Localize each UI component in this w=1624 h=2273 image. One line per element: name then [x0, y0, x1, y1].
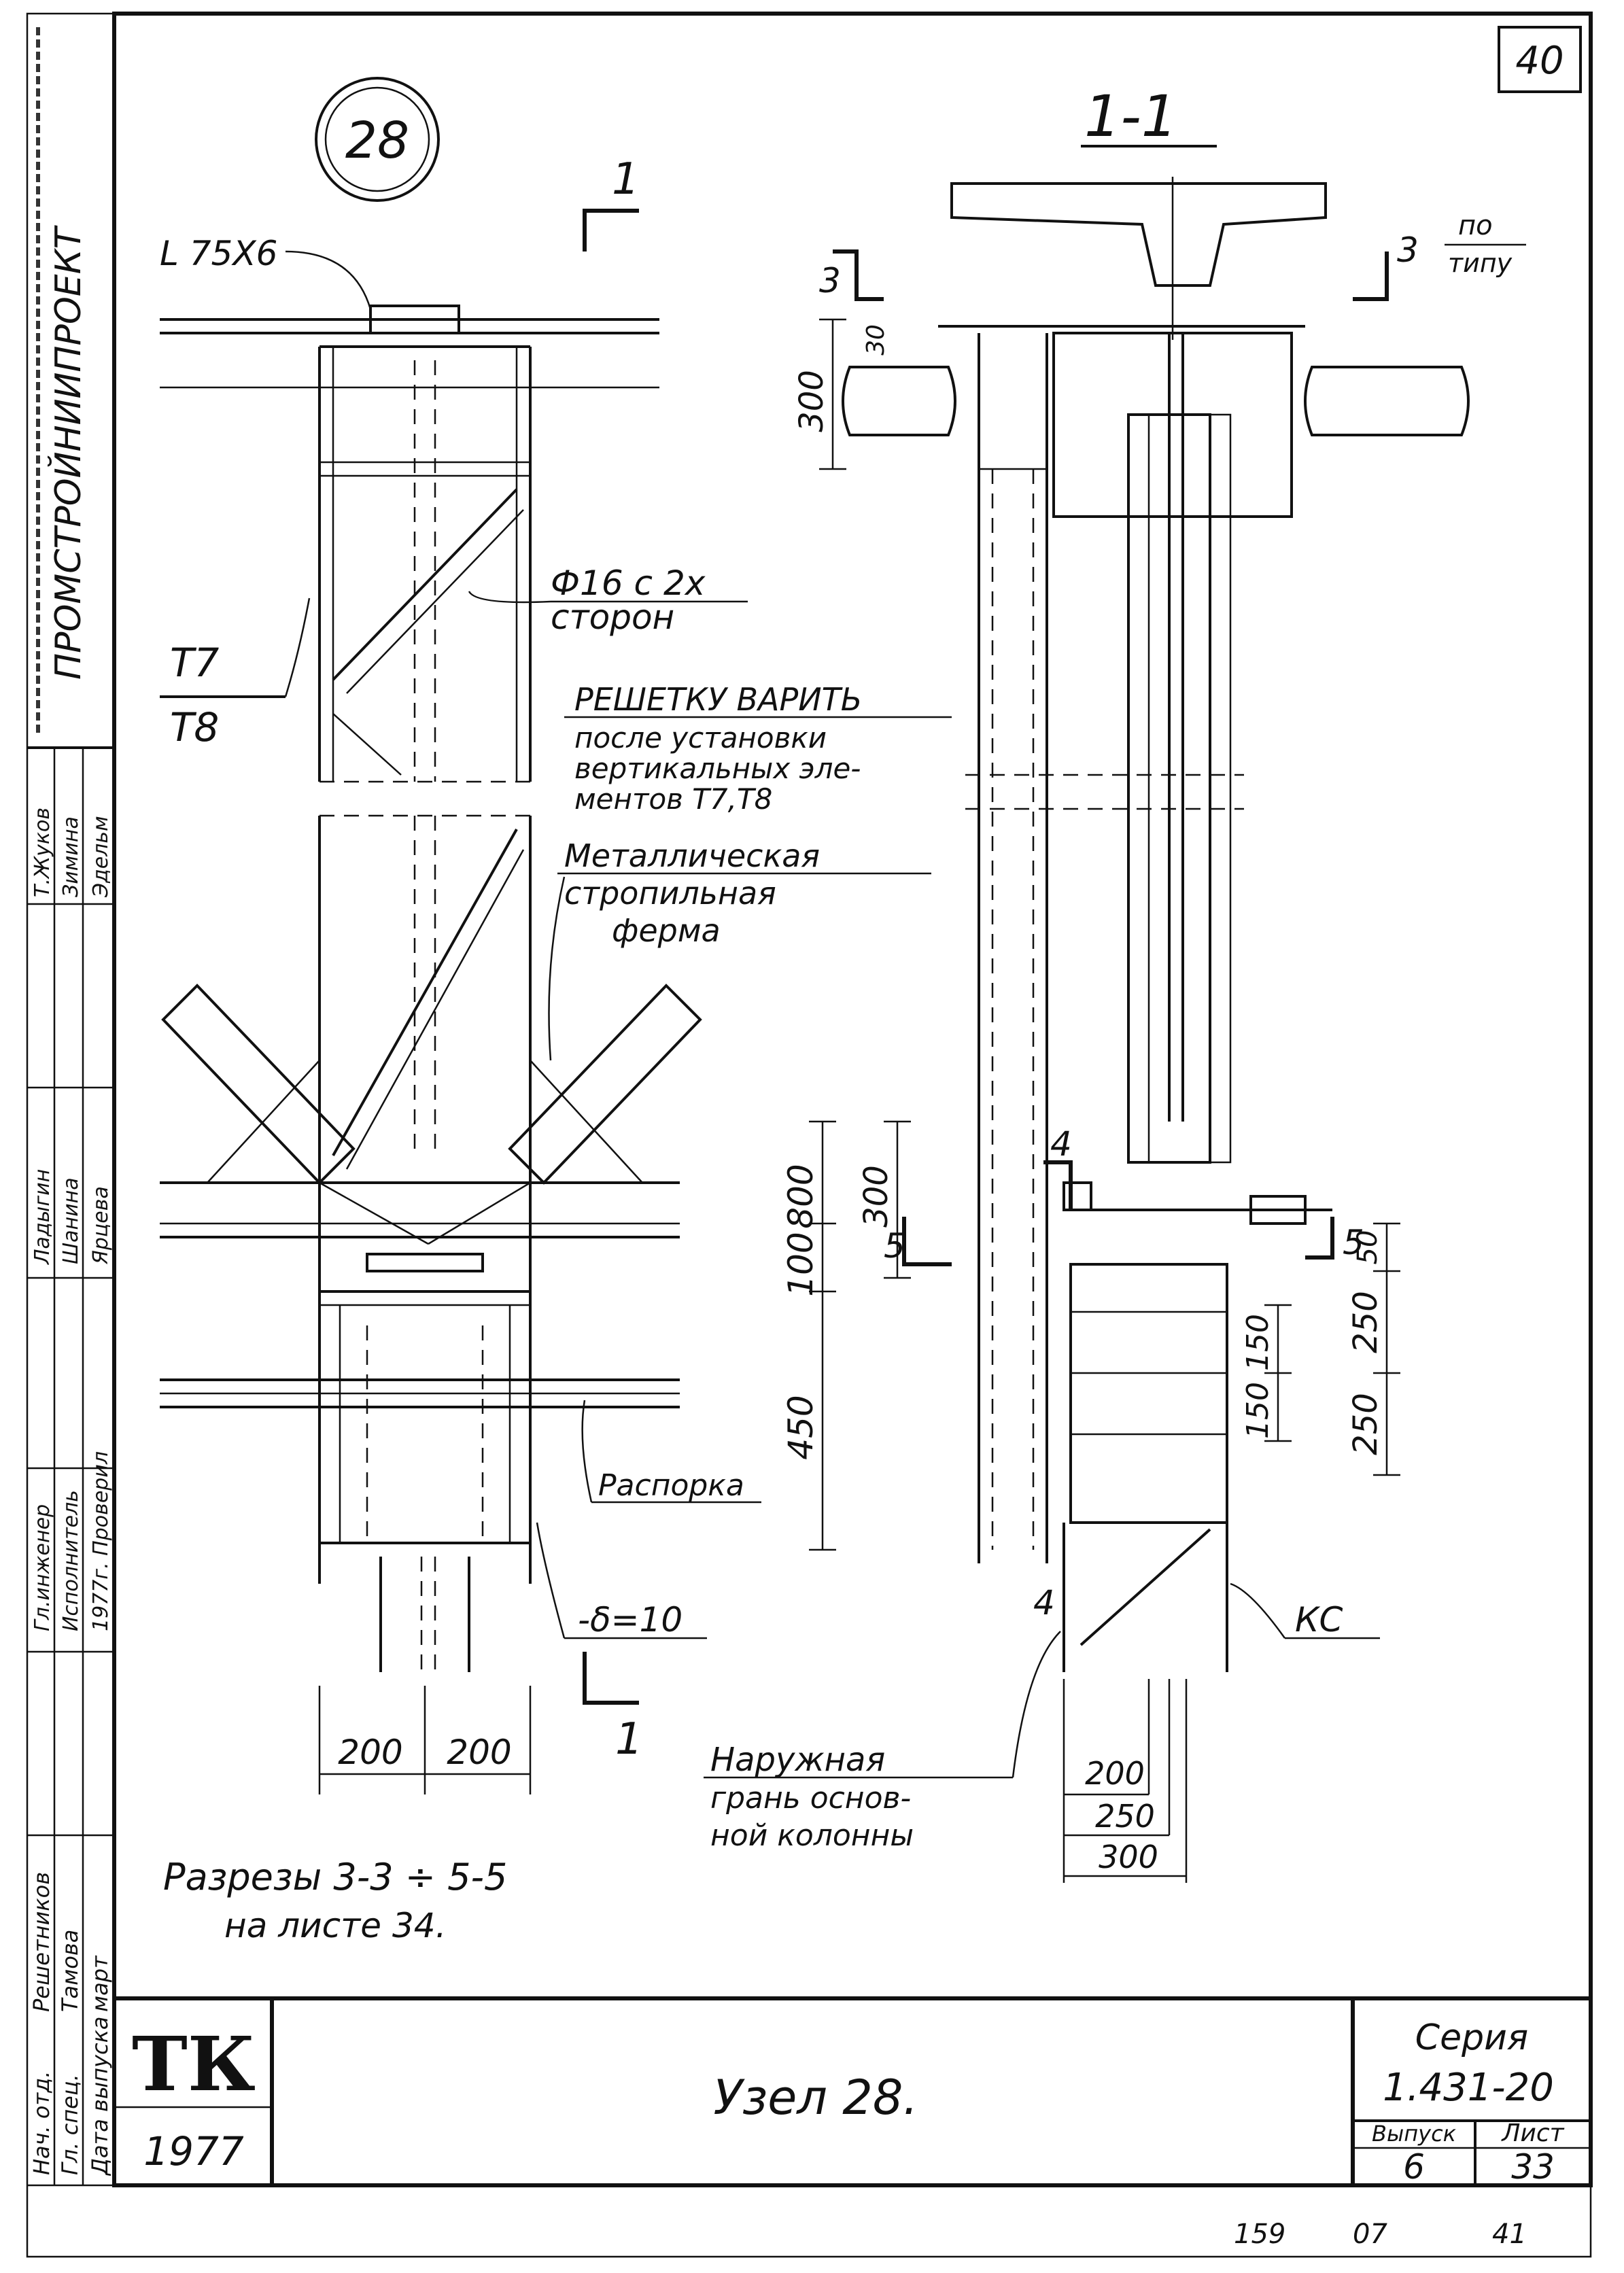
cut-mark-3-right — [1353, 251, 1389, 301]
series-label: Серия — [1415, 2017, 1528, 2058]
sig-col2-b: Исполнитель — [59, 1490, 83, 1631]
sig-col3-c: Ярцева — [89, 1186, 113, 1265]
dim-150-a: 150 — [1241, 1314, 1275, 1371]
dim-250-c: 250 — [1095, 1798, 1155, 1835]
sheet-value: 33 — [1511, 2147, 1555, 2187]
signature-table: Нач. отд. Гл. спец. Дата выпуска Решетни… — [27, 746, 114, 2185]
organization-strip: ПРОМСТРОЙНИИПРОЕКТ — [36, 27, 89, 734]
elevation-annotations: L 75X6 Ф16 с 2х сторон Т7 Т8 РЕШЕТКУ ВАР… — [160, 234, 952, 1945]
dim-300-c: 300 — [1099, 1839, 1158, 1875]
note-sheet-ref: на листе 34. — [224, 1906, 446, 1945]
label-outer-1: Наружная — [710, 1741, 885, 1779]
label-lattice-4: ментов Т7,Т8 — [574, 782, 772, 816]
section-mark-top — [583, 209, 639, 251]
footer-code-c: 41 — [1492, 2219, 1527, 2250]
issue-value: 6 — [1403, 2147, 1425, 2187]
po-tipu-num: по — [1458, 210, 1493, 241]
cut-mark-5-left — [902, 1217, 952, 1266]
note-sections: Разрезы 3-3 ÷ 5-5 — [163, 1856, 507, 1898]
label-truss-2: стропильная — [564, 875, 776, 912]
tk-logo: ТК — [132, 2020, 256, 2108]
footer-code-a: 159 — [1234, 2219, 1285, 2250]
section-mark-bottom-label: 1 — [615, 1714, 643, 1765]
concrete-slab — [950, 182, 1327, 287]
page-number-box: 40 — [1498, 26, 1582, 93]
label-lattice-3: вертикальных эле- — [574, 752, 861, 785]
section-mark-top-label: 1 — [612, 154, 640, 205]
node-elevation-view: 28 1 — [160, 77, 836, 1794]
organization-name: ПРОМСТРОЙНИИПРОЕКТ — [48, 224, 89, 680]
label-lattice-2: после установки — [574, 721, 827, 754]
label-angle: L 75X6 — [160, 234, 277, 273]
title-year: 1977 — [143, 2128, 244, 2174]
dim-450: 450 — [781, 1395, 820, 1459]
sheet-label: Лист — [1500, 2119, 1564, 2147]
sig-col2-c: 1977г. Проверил — [89, 1451, 113, 1631]
dim-30: 30 — [862, 324, 890, 355]
dim-250-b: 250 — [1347, 1393, 1385, 1455]
drawing-title: Узел 28. — [713, 2070, 918, 2125]
dim-200-left: 200 — [338, 1733, 402, 1772]
cut-4-top-label: 4 — [1050, 1124, 1072, 1164]
cut-mark-4-top — [1043, 1160, 1073, 1210]
page-number: 40 — [1515, 39, 1563, 83]
label-strut: Распорка — [598, 1468, 744, 1503]
label-t7: Т7 — [170, 640, 219, 686]
node-number: 28 — [345, 111, 409, 170]
dim-50: 50 — [1352, 1230, 1383, 1265]
dim-200-right: 200 — [447, 1733, 511, 1772]
cut-5-right-label: 5 — [1343, 1223, 1364, 1262]
sig-row3-role: Дата выпуска — [87, 2016, 113, 2176]
sig-col2-a: Гл.инженер — [31, 1504, 54, 1631]
dim-800: 800 — [781, 1164, 820, 1228]
node-circle — [315, 77, 440, 202]
dim-100: 100 — [781, 1232, 820, 1296]
dim-300-top: 300 — [793, 370, 831, 432]
label-rod: Ф16 с 2х — [551, 563, 706, 603]
po-tipu-den: типу — [1448, 248, 1513, 278]
cut-mark-5-right — [1305, 1217, 1334, 1260]
footer-code-b: 07 — [1353, 2219, 1387, 2250]
dim-300-mid: 300 — [857, 1165, 895, 1228]
sig-col3-b: Шанина — [59, 1177, 83, 1264]
cut-3-left-label: 3 — [819, 261, 841, 300]
sig-col4-a: Т.Жуков — [31, 808, 54, 897]
label-truss-1: Металлическая — [564, 837, 820, 874]
footer-codes: 159 07 41 — [1234, 2219, 1527, 2250]
dim-150-b: 150 — [1241, 1382, 1275, 1439]
cut-5-left-label: 5 — [884, 1226, 905, 1266]
series-value: 1.431-20 — [1383, 2066, 1554, 2110]
section-title: 1-1 — [1084, 83, 1177, 150]
cut-4-bottom-label: 4 — [1033, 1583, 1055, 1623]
dim-200-c: 200 — [1085, 1755, 1145, 1792]
sig-row2-name: Тамова — [57, 1930, 83, 2012]
sheet-frame — [26, 12, 1593, 2258]
sig-col3-a: Ладыгин — [31, 1169, 54, 1265]
cut-mark-3-left — [833, 249, 884, 301]
sig-row1-role: Нач. отд. — [29, 2071, 54, 2175]
label-truss-3: ферма — [612, 912, 721, 949]
label-rod-sides: сторон — [551, 597, 674, 637]
label-ks: КС — [1295, 1600, 1343, 1639]
title-block: ТК 1977 Узел 28. Серия 1.431-20 Выпуск Л… — [114, 1996, 1591, 2187]
sig-row1-name: Решетников — [29, 1872, 54, 2012]
cut-3-right-label: 3 — [1397, 230, 1419, 270]
sig-row3-date: март — [87, 1955, 113, 2012]
sig-col4-c: Эдельм — [89, 816, 113, 898]
sig-col4-b: Зимина — [59, 816, 83, 897]
section-1-1-view: 1-1 3 3 по типу — [704, 83, 1526, 1883]
label-lattice-1: РЕШЕТКУ ВАРИТЬ — [574, 681, 862, 718]
sig-row2-role: Гл. спец. — [57, 2074, 83, 2175]
label-outer-2: грань основ- — [710, 1781, 911, 1816]
dim-250-a: 250 — [1347, 1291, 1385, 1353]
label-outer-3: ной колонны — [710, 1818, 914, 1853]
issue-label: Выпуск — [1372, 2121, 1457, 2147]
label-t8: Т8 — [170, 704, 219, 750]
label-plate: -δ=10 — [578, 1600, 683, 1639]
section-mark-bottom — [583, 1652, 639, 1705]
